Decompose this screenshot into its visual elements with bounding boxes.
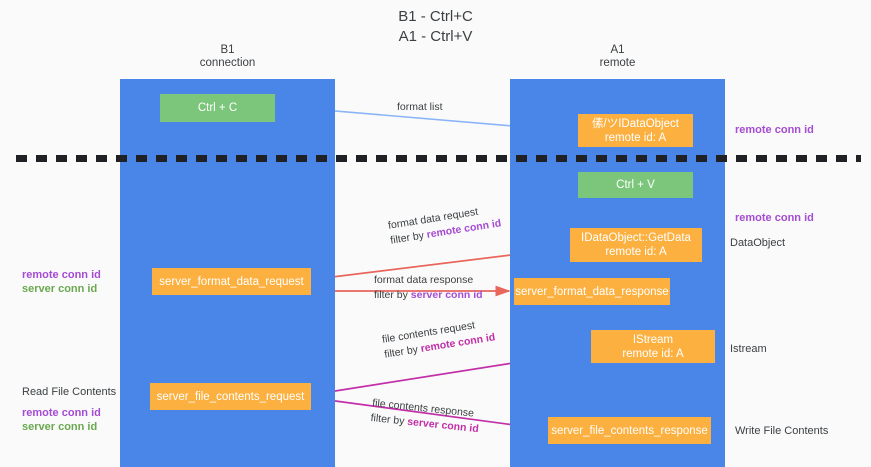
annotation-left-remote-conn-id-2: remote conn id [22,407,101,419]
annotation-dataobject-text: DataObject [730,237,786,249]
annotation-write-file-contents: Write File Contents [735,424,828,438]
edge-label-format-data-response: format data response filter by server co… [374,273,483,303]
lane-header-a1-role: remote [599,57,636,69]
node-server-format-data-request-label: server_format_data_request [159,275,304,288]
annotation-remote-conn-id-mid-text: remote conn id [735,212,814,224]
edge-label-format-list-text: format list [397,101,443,113]
annotation-write-file-contents-text: Write File Contents [735,425,829,437]
node-server-file-contents-request[interactable]: server_file_contents_request [150,383,311,410]
filter-key-server-conn-id: server conn id [410,289,483,301]
node-server-file-contents-response-label: server_file_contents_response [551,424,708,437]
title-line-2: A1 - Ctrl+V [398,28,473,45]
title-line-1: B1 - Ctrl+C [398,8,473,25]
annotation-remote-conn-id-top: remote conn id [735,123,814,137]
annotation-left-conn-ids: remote conn id server conn id [22,268,101,296]
node-ctrl-v-label: Ctrl + V [616,179,655,191]
node-idataobject-label: 傃/ツIDataObject [592,117,679,130]
annotation-left-server-conn-id: server conn id [22,283,98,295]
node-istream-label: IStream [632,333,674,346]
annotation-remote-conn-id-mid: remote conn id [735,211,814,225]
node-idataobject-getdata[interactable]: IDataObject::GetData remote id: A [570,228,702,262]
node-server-format-data-response-label: server_format_data_response [515,285,669,298]
node-istream-remote-id: remote id: A [622,347,684,360]
edge-label-format-list: format list [397,100,443,115]
annotation-istream: Istream [730,342,767,356]
node-ctrl-c[interactable]: Ctrl + C [160,94,275,122]
node-idataobject-remote-id: remote id: A [604,131,667,144]
phase-separator-dashed-line [16,155,861,162]
lane-header-a1-name: A1 [610,44,625,56]
annotation-remote-conn-id-top-text: remote conn id [735,124,814,136]
annotation-dataobject: DataObject [730,236,785,250]
node-ctrl-c-label: Ctrl + C [197,102,238,114]
lane-header-b1-role: connection [199,57,256,69]
lane-header-b1-name: B1 [220,44,235,56]
node-getdata-remote-id: remote id: A [605,246,667,258]
node-istream[interactable]: IStream remote id: A [591,330,715,363]
annotation-read-file-contents-block: Read File Contents remote conn id server… [22,385,116,434]
filter-prefix: filter by [374,289,411,301]
annotation-left-server-conn-id-2: server conn id [22,421,98,433]
filter-prefix: filter by [370,411,408,428]
node-ctrl-v[interactable]: Ctrl + V [578,172,693,198]
annotation-left-remote-conn-id: remote conn id [22,269,101,281]
edge-label-format-data-response-filter: filter by server conn id [374,288,483,303]
annotation-read-file-contents: Read File Contents [22,386,117,398]
connector-file-contents-response [312,397,546,433]
edge-label-format-data-response-line1: format data response [374,274,474,286]
lane-header-a1: A1 remote [510,44,725,70]
annotation-istream-text: Istream [730,343,767,355]
node-server-file-contents-request-label: server_file_contents_request [156,390,305,403]
node-server-file-contents-response[interactable]: server_file_contents_response [548,417,711,444]
node-server-format-data-request[interactable]: server_format_data_request [152,268,311,295]
page-title: B1 - Ctrl+C A1 - Ctrl+V [0,7,871,47]
node-getdata-label: IDataObject::GetData [581,232,691,244]
lane-header-b1: B1 connection [120,44,335,70]
node-server-format-data-response[interactable]: server_format_data_response [514,278,670,305]
node-idataobject[interactable]: 傃/ツIDataObject remote id: A [578,114,693,147]
